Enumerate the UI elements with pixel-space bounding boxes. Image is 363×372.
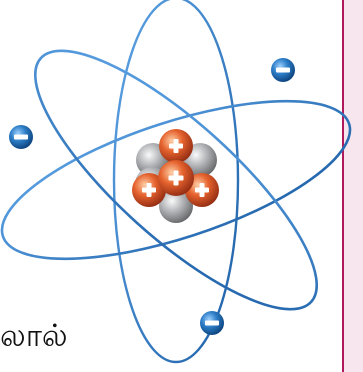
caption-text: லால் — [0, 316, 68, 356]
electron-top-right — [271, 58, 295, 82]
electron-bottom — [200, 311, 224, 335]
proton-top — [159, 129, 193, 163]
nucleus — [132, 129, 219, 223]
proton-center — [158, 160, 194, 196]
electron-left — [9, 125, 33, 149]
